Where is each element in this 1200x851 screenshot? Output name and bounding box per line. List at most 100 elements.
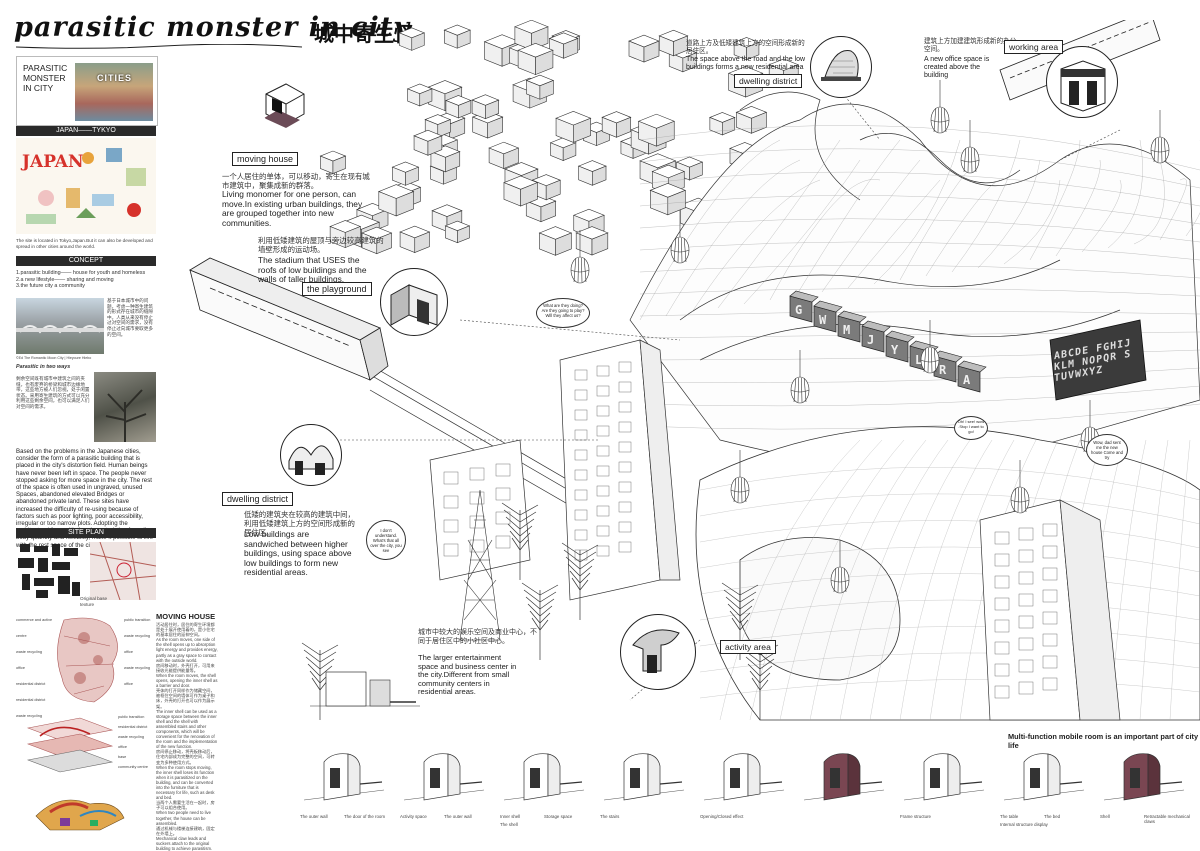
working-area-callout-circle [1046,46,1118,118]
zoning-3d-label: public transition [118,715,145,719]
parasitic-label: Parasitic in two ways [16,364,71,370]
moving-house-cube [406,83,433,107]
mobile-room-label: The bed [1044,814,1061,819]
moving-house-cube [377,184,415,217]
mobile-room-label: The shell [500,822,518,827]
playground-en-text: The stadium that USES the roofs of low b… [258,255,367,285]
building-windows [443,361,1058,699]
moving-house-cubes [319,20,810,256]
moving-house-cube-icon [260,78,310,128]
layered-axonometric [26,717,114,773]
lantern-pod [730,450,750,504]
activity-area-callout-circle [620,614,696,690]
dwelling-top-callout-circle [810,36,872,98]
playground-callout-circle [380,268,448,336]
activity-en-text: The larger entertainment space and busin… [418,653,517,697]
zoning-3d-label: community centre [118,765,148,769]
dwelling-mid-tag: dwelling district [222,492,294,506]
playground-cn-text: 利用低矮建筑的屋顶与旁边较高建筑的墙壁形成的运动场。 [258,236,384,254]
zoning-3d-label: base [118,755,127,759]
dwelling-mid-en-text: Low buildings are sandwiched between hig… [244,529,352,578]
moving-house-cube [488,141,520,169]
moving-house-cube [735,105,768,134]
bare-tree [301,642,339,720]
zoning-label: office [124,650,134,654]
zoning-3d-label: residential district [118,725,148,729]
moving-house-cube [658,29,689,57]
original-base-texture-label: Original base texture [80,596,108,607]
moving-house-cube [413,129,443,156]
site-plan-3d-diagram: public transition residential district w… [16,712,156,780]
dwelling-top-cn-text: 道路上方及低矮建筑上方的空间形成新的居住区。 [686,40,805,55]
bridge-photo [16,298,104,354]
moving-house-cn-text: 一个人居住的单体，可以移动，寄生在现有城市建筑中，聚集成新的群落。 [222,172,370,190]
bare-tree [721,582,759,660]
moving-house-en: The inner shell can be used as a storage… [156,708,218,750]
moving-house-cube [391,161,420,186]
japan-label: JAPAN [22,152,84,172]
sign-letter-box: G [789,290,819,323]
moving-house-cube [430,145,461,173]
zoning-3d-labels: public transition residential district w… [118,712,158,772]
zoning-label: waste recycling [124,634,150,638]
lantern-pods [570,80,1170,594]
moving-house-cube [733,37,760,61]
bare-tree [501,502,539,580]
mobile-room-label: Internal structure display [1000,822,1048,827]
transmission-tower [459,489,501,641]
project-title-line: PARASITIC [23,63,68,73]
activity-tag: activity area [720,640,776,654]
mobile-room-frame: Opening/Closed effect [696,744,792,840]
mobile-room-label: Shell [1100,814,1110,819]
sign-letter: J [867,333,874,347]
photo2-cn-text: 剩余空间既有城市中建筑之间的夹缝，也有废弃的桥梁和城市边缘地带，这些地方被人们忽… [16,376,90,409]
mobile-room-label: Frame structure [900,814,931,819]
japan-section-bar: JAPAN——TYKYO [16,126,156,136]
moving-house-en: When the room stops moving, the inner sh… [156,764,215,801]
speech-bubble: I don't understand. What's that all over… [366,520,406,560]
mobile-room-drawing [803,753,885,801]
sidebar-project-card: PARASITIC MONSTER IN CITY CITIES [16,56,158,126]
sign-letter: W [819,313,827,327]
moving-house-cube [471,94,500,120]
mobile-room-frame: The stairs [596,744,692,840]
lantern-pod [920,320,940,374]
moving-house-en: Mechanical claw leads and suckers attach… [156,835,213,851]
speech-bubble: Wow, dad sent me the new house Come and … [1086,434,1128,466]
moving-house-cube [575,226,609,256]
sign-letter: A [963,373,971,387]
mobile-room-frame: Frame structure [896,744,992,840]
zoning-labels-left: commerce and active centre waste recycli… [16,612,56,724]
concept-item: 1.parasitic building—— house for youth a… [16,270,146,276]
callout-leaders [320,89,1121,701]
moving-house-cube [361,226,393,255]
house-section-sketch [300,662,430,716]
sign-letter-box: A [957,360,987,393]
project-title-line: MONSTER [23,73,66,83]
activity-cn-text: 城市中较大的娱乐空间及商业中心，不同于居住区中的小社区中心。 [418,629,537,645]
zoning-label: office [16,666,26,670]
lantern-pod [960,120,980,174]
mobile-room-label: The table [1000,814,1019,819]
mobile-room-drawing [1103,753,1185,801]
mobile-room-label: The stairs [600,814,620,819]
moving-house-cube [555,110,592,143]
train-drawing [189,257,389,381]
page-title: parasitic monster in city [14,12,410,43]
bare-trees [301,502,779,720]
moving-house-cube [637,113,676,147]
lantern-pod [1010,460,1030,514]
site-note: The site is located in Tokyo,Japan.But i… [16,238,153,249]
dwelling-mid-cn-text: 低矮的建筑夹在较高的建筑中间，利用低矮建筑上方的空间形成新的居住区。 [244,510,355,537]
playground-tag: the playground [302,282,372,296]
moving-house-cube [601,111,632,138]
dwelling-top-en-text: The space above the road and the low bui… [686,56,806,71]
zoning-label: waste recycling [16,714,42,718]
dwelling-mid-callout-circle [280,424,342,486]
mobile-room-drawing [403,753,485,801]
mobile-room-label: The door of the room [344,814,386,819]
moving-house-en: As the room moves, one side of the shell… [156,637,218,663]
